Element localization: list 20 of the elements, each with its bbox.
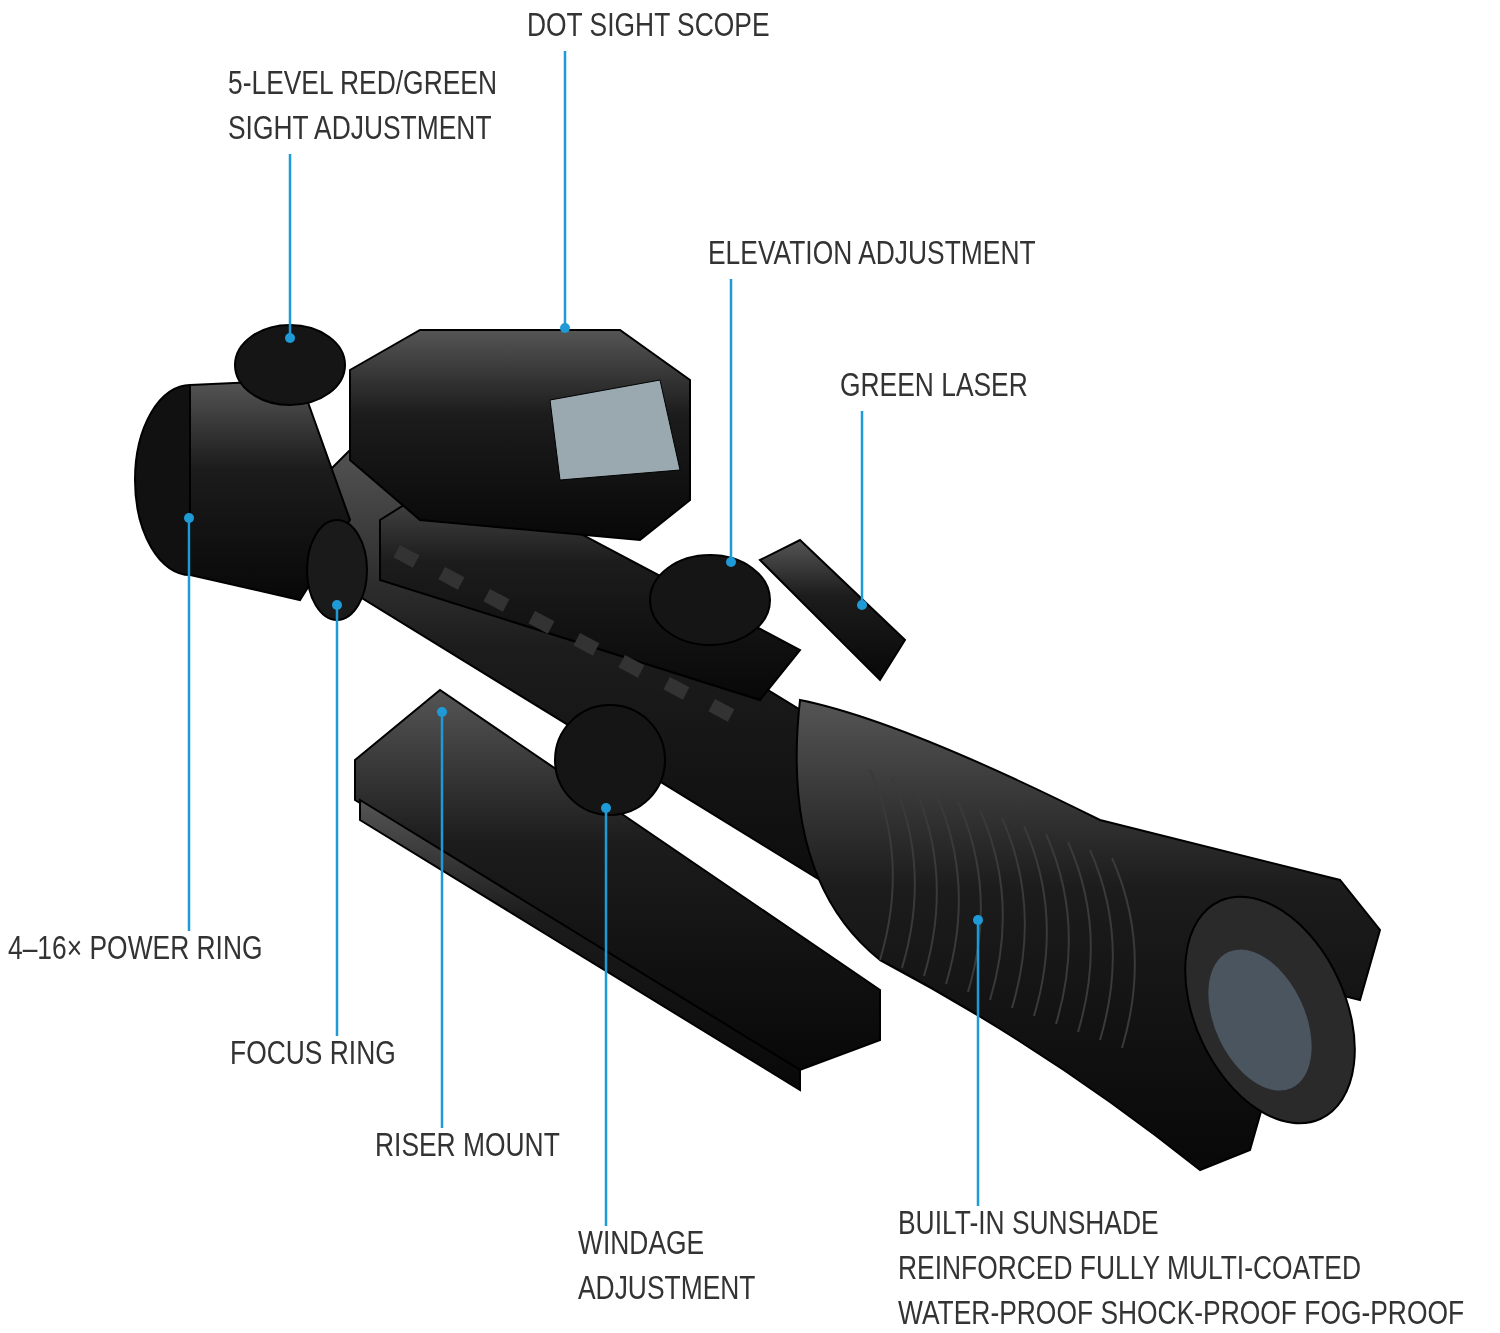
leader-line (437, 707, 447, 1128)
callout-label: BUILT-IN SUNSHADE (898, 1203, 1160, 1243)
callout-label: WINDAGE ADJUSTMENT (578, 1223, 757, 1308)
callout-label: DOT SIGHT SCOPE (527, 5, 770, 45)
callout-label: WATER-PROOF SHOCK-PROOF FOG-PROOF (898, 1293, 1465, 1333)
callout-label: GREEN LASER (840, 365, 1028, 405)
callout-label: RISER MOUNT (375, 1125, 560, 1165)
callout-label: FOCUS RING (230, 1033, 396, 1073)
callout-label: 4–16× POWER RING (8, 928, 263, 968)
leader-line (285, 154, 295, 343)
leader-line (184, 513, 194, 931)
leader-line (560, 51, 570, 333)
leader-line (973, 915, 983, 1206)
callout-label: ELEVATION ADJUSTMENT (708, 233, 1036, 273)
leader-line (857, 411, 867, 610)
callout-label: REINFORCED FULLY MULTI-COATED (898, 1248, 1363, 1288)
leader-line (601, 803, 611, 1226)
leader-line (332, 600, 342, 1036)
leader-line (726, 279, 736, 567)
callout-label: 5-LEVEL RED/GREEN SIGHT ADJUSTMENT (228, 63, 498, 148)
